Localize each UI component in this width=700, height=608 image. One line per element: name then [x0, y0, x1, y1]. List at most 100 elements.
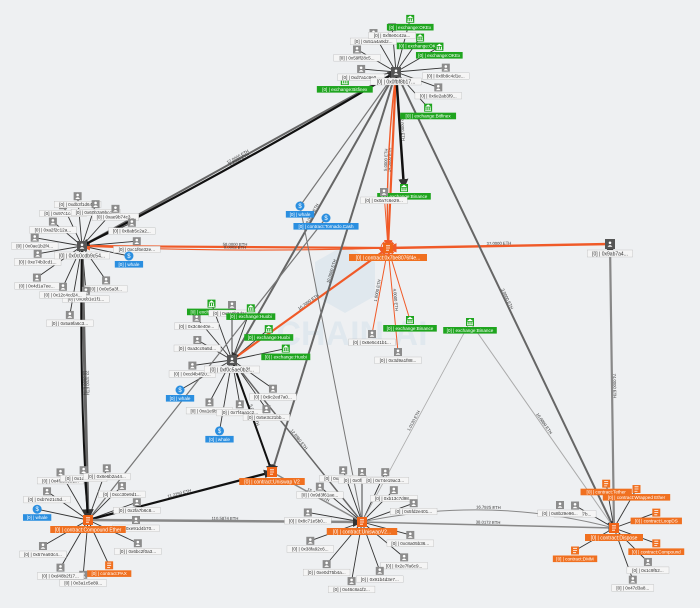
- graph-node[interactable]: [0] | 0x12c4cd24...: [39, 282, 87, 299]
- transfer-edge[interactable]: [299, 71, 397, 207]
- graph-node[interactable]: [0] | contract:PAX: [86, 561, 132, 577]
- graph-node[interactable]: [0] | contract:Tether: [580, 479, 632, 496]
- graph-node[interactable]: [0] | 0x9c2ed7a0...: [249, 384, 297, 401]
- graph-node[interactable]: [0] | exchange:Bitfinex: [400, 103, 457, 120]
- graph-node[interactable]: [0] | contract:Wrapped Ether: [602, 485, 671, 501]
- transfer-edge[interactable]: [270, 71, 397, 473]
- graph-node[interactable]: [0] | 0x5e3c21bb...: [242, 405, 290, 421]
- graph-node[interactable]: [0] | 0x57ea93c4...: [19, 542, 67, 558]
- graph-node[interactable]: [0] | 0x2fa7b6c8...: [113, 498, 161, 514]
- spoke-edge[interactable]: [395, 67, 446, 73]
- transfer-edge[interactable]: [81, 71, 397, 247]
- transfer-edge[interactable]: [230, 246, 390, 362]
- spoke-edge[interactable]: [81, 245, 107, 281]
- graph-node[interactable]: [0] | 0xae9b74c3...: [91, 204, 139, 221]
- graph-node[interactable]: [0] | 0x5a9fa6c3...: [46, 310, 94, 327]
- graph-node[interactable]: [0] | 0xd7a1c9e0...: [337, 64, 385, 81]
- spoke-edge[interactable]: [231, 359, 274, 390]
- graph-node[interactable]: [0] | 0x59ff28c5...: [333, 45, 381, 62]
- graph-node[interactable]: [0] | contract:Compound: [628, 539, 685, 555]
- transfer-edge[interactable]: [80, 70, 398, 248]
- graph-node[interactable]: [0] | contract:LoopDS: [630, 508, 682, 525]
- graph-node[interactable]: [0] | 0x0ae1b2f4...: [11, 233, 59, 250]
- graph-node[interactable]: [0] | 0x3c8e40e...: [174, 313, 219, 330]
- graph-node[interactable]: [0] | 0xb7e21c5d...: [23, 487, 71, 504]
- graph-node[interactable]: [0] | exchange:Binance: [377, 184, 431, 200]
- graph-node[interactable]: [0] | 0xc8a05b36...: [386, 530, 434, 547]
- graph-node[interactable]: [0] | 0xcc30e9d1...: [98, 482, 146, 498]
- graph-node[interactable]: [0] | 0x0a7c6e29...: [360, 188, 408, 204]
- spoke-edge[interactable]: [37, 508, 89, 521]
- graph-node[interactable]: [0] | 0x5fd2e401...: [390, 499, 438, 515]
- graph-node[interactable]: [0] | 0x38fa92c6...: [286, 536, 334, 553]
- graph-node[interactable]: $[0] | whale: [205, 426, 234, 443]
- hub-node[interactable]: [0] | 0xf0c5ae0b2f...: [204, 355, 260, 373]
- graph-node[interactable]: [0] | 0x47d3a8...: [611, 575, 655, 592]
- graph-node[interactable]: [0] | exchange:Huobi: [261, 344, 311, 361]
- graph-node[interactable]: [0] | 0x74e19ac3...: [361, 468, 409, 484]
- graph-node[interactable]: [0] | 0xc1f6e32e...: [113, 237, 161, 253]
- graph-node[interactable]: [0] | 0x1c9f52...: [626, 557, 670, 574]
- transfer-edge[interactable]: [386, 242, 612, 253]
- graph-node[interactable]: [0] | 0x7f4aa1c2...: [216, 400, 264, 417]
- spoke-edge[interactable]: [37, 245, 83, 255]
- spoke-edge[interactable]: [361, 521, 405, 558]
- graph-node[interactable]: [0] | 0x8c71e5b0...: [284, 508, 332, 525]
- spoke-edge[interactable]: [46, 490, 89, 521]
- graph-node[interactable]: [0] | 0x8b9c4d1e...: [422, 63, 470, 80]
- graph-node[interactable]: [0] | exchange:Binance: [383, 316, 437, 332]
- hub-node[interactable]: [0] | 0x0fbf8b17...: [370, 67, 422, 85]
- transfer-edge[interactable]: [361, 509, 615, 530]
- graph-node[interactable]: $[0] | whale: [22, 504, 52, 521]
- graph-node[interactable]: [0] | 0x8b29e96...: [537, 501, 583, 517]
- hub-node[interactable]: [0] | 0x0c0cdb9c54...: [54, 241, 110, 259]
- graph-node[interactable]: [0] | 0x2e7fa6c9...: [380, 553, 428, 570]
- spoke-edge[interactable]: [34, 237, 83, 247]
- graph-node[interactable]: [0] | exchange:OKEx: [415, 43, 463, 59]
- graph-node[interactable]: [0] | 0x3d9a1f88...: [374, 348, 422, 364]
- graph-node[interactable]: [0] | 0xa2f2c12a...: [29, 217, 77, 234]
- graph-node[interactable]: $[0] | whale: [114, 251, 144, 268]
- transfer-edge[interactable]: [80, 245, 92, 521]
- transfer-edge[interactable]: [383, 70, 398, 250]
- graph-node[interactable]: [0] | 0xe0d75b4a...: [303, 560, 351, 576]
- hub-node[interactable]: [0] | contract:Dispose: [585, 523, 643, 541]
- graph-node[interactable]: $[0] | whale: [285, 201, 315, 218]
- graph-node[interactable]: [0] | 0x0e5a3f...: [84, 276, 128, 293]
- graph-node[interactable]: [0] | 0x6e5c41b1...: [348, 330, 396, 346]
- graph-node[interactable]: [0] | 0x6e2ab3f9...: [414, 83, 462, 100]
- spoke-edge[interactable]: [361, 68, 397, 73]
- spoke-edge[interactable]: [395, 46, 440, 73]
- spoke-edge[interactable]: [231, 348, 286, 361]
- graph-node[interactable]: [0] | 0x8e6b2a44...: [83, 464, 131, 481]
- graph-node[interactable]: [0] | exchange:Huobi: [244, 325, 294, 341]
- transfer-edge[interactable]: [86, 469, 274, 522]
- graph-node[interactable]: [0] | 0xa3cc9a5d...: [173, 336, 221, 352]
- graph-node[interactable]: [0] | 0xb13c7d98...: [370, 486, 418, 502]
- spoke-edge[interactable]: [613, 527, 649, 563]
- graph-node[interactable]: [0] | exchange:OKEx: [396, 33, 444, 50]
- graph-node[interactable]: [0] | 0xdb3f1d64...: [54, 192, 102, 208]
- graph-node[interactable]: [0] | 0xd48b2f17...: [37, 563, 85, 580]
- graph-node[interactable]: [0] | 0xcd4b4f20...: [168, 361, 216, 378]
- graph-node[interactable]: [0] | 0x6bc2f0a3...: [114, 539, 162, 555]
- graph-node[interactable]: [0] | 0x60b3a9bcc...: [70, 200, 121, 216]
- transfer-edge[interactable]: [361, 521, 615, 531]
- hub-node[interactable]: [0] | contract:Compound Ether: [50, 515, 126, 533]
- graph-node[interactable]: [0] | 0x8ab5c2a2...: [108, 218, 156, 235]
- transfer-edge[interactable]: [385, 71, 397, 249]
- graph-node[interactable]: $[0] | whale: [165, 385, 195, 402]
- hub-node[interactable]: [0] | contract:UniswapV2...: [326, 517, 398, 535]
- hub-node[interactable]: [0] | 0x9ab7a4...: [587, 239, 633, 257]
- graph-node[interactable]: [0] | exchange:Huobi: [226, 304, 276, 320]
- hub-node[interactable]: [0] | contract:0x7be8076f4e...: [349, 243, 427, 261]
- graph-node[interactable]: $[0] | contract:Tornado.Cash: [293, 213, 359, 230]
- hub-node[interactable]: [0] | contract:Uniswap V2: [239, 467, 305, 485]
- graph-node[interactable]: [0] | 0x46c8a1f2...: [328, 577, 376, 593]
- graph-node[interactable]: [0] | 0x4d1a7ee...: [14, 273, 60, 290]
- transfer-edge[interactable]: [469, 321, 615, 529]
- graph-node[interactable]: [0] | 0x91b4d3e7...: [356, 566, 404, 583]
- graph-node[interactable]: [0] | contract:DMM: [552, 546, 598, 563]
- graph-node[interactable]: [0] | 0xe74b3cd1...: [14, 249, 62, 266]
